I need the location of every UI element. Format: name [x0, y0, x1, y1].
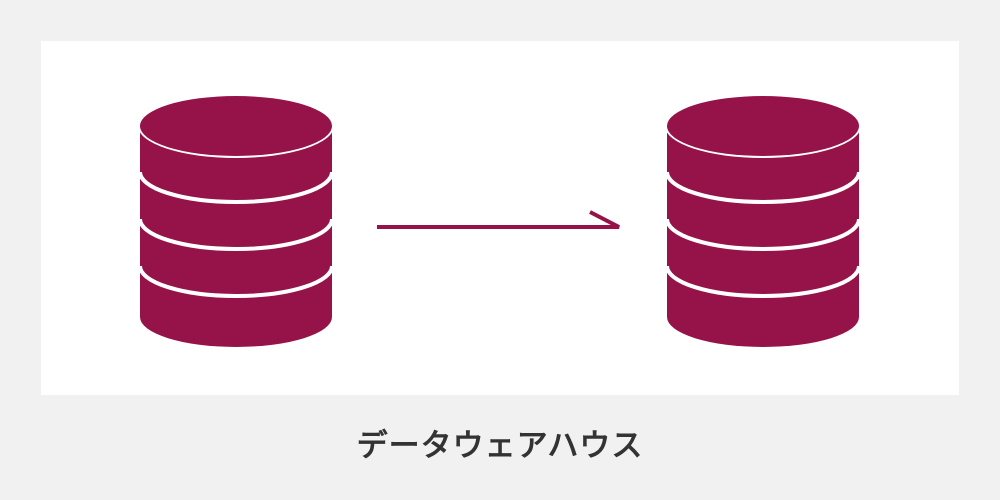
source-database-icon	[138, 94, 334, 347]
diagram-caption: データウェアハウス	[356, 428, 644, 464]
arrow-right-icon	[377, 210, 620, 229]
target-database-icon	[665, 94, 861, 347]
